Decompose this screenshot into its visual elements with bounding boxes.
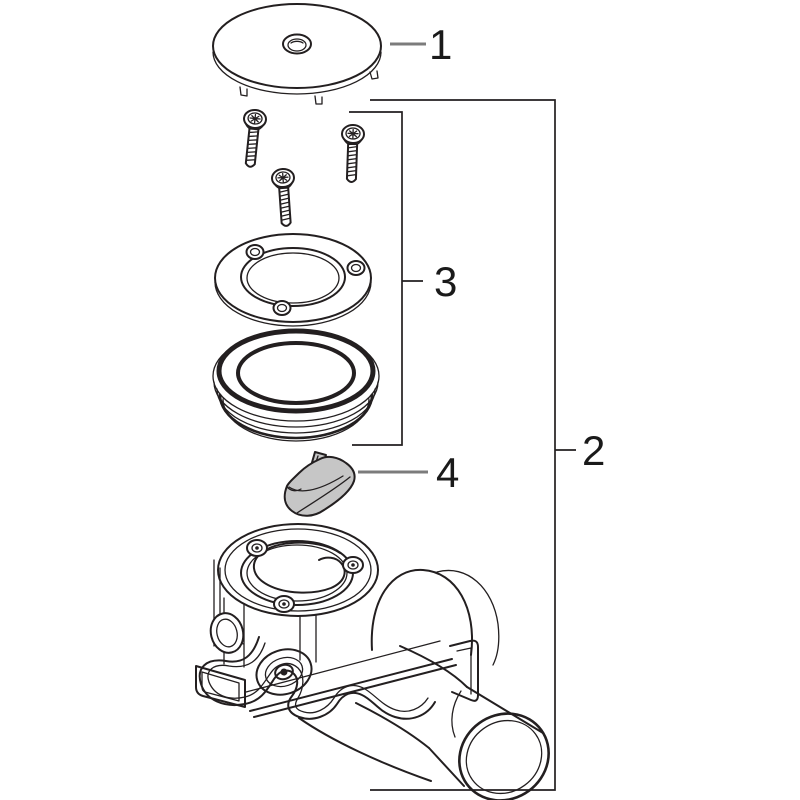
- callout-label-1: 1: [429, 21, 452, 68]
- callout-1: 1: [390, 21, 452, 68]
- stopper-wedge: [283, 451, 356, 517]
- side-port: [209, 612, 245, 654]
- screw-boss: [273, 595, 295, 613]
- screw-1: [238, 107, 268, 169]
- screw-boss: [246, 539, 268, 557]
- body-flange-face: [217, 523, 379, 617]
- callout-label-3: 3: [434, 258, 457, 305]
- drain-trap-body: [195, 523, 550, 800]
- inlet-horn: [255, 648, 313, 696]
- sealing-ring: [212, 328, 380, 442]
- callout-2: 2: [370, 99, 605, 791]
- flange-hole: [245, 244, 265, 260]
- screw-boss: [342, 556, 364, 574]
- bracket-2: [370, 99, 556, 791]
- outlet-pipe: [428, 686, 550, 800]
- callout-4: 4: [358, 449, 459, 496]
- screw-2: [339, 123, 366, 184]
- callout-3: 3: [349, 111, 457, 446]
- flange-hole: [272, 300, 292, 316]
- callout-label-2: 2: [582, 427, 605, 474]
- mounting-flange: [214, 233, 372, 327]
- callout-label-4: 4: [436, 449, 459, 496]
- flange-hole: [346, 260, 366, 276]
- cover-knob: [282, 33, 312, 55]
- screw-3: [270, 167, 299, 228]
- bracket-3: [349, 111, 403, 446]
- cover-plate: [212, 3, 382, 105]
